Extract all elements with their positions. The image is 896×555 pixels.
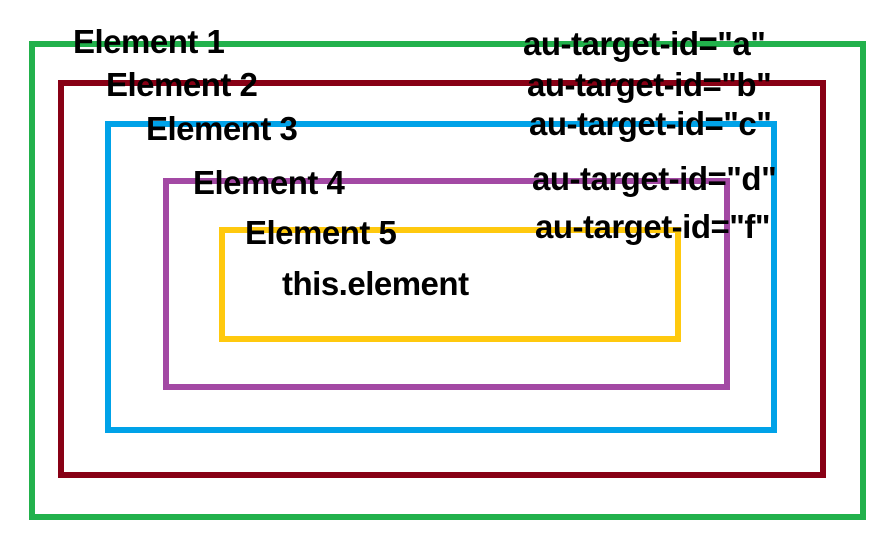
element-5-box: [219, 227, 681, 342]
element-2-box: [58, 80, 826, 478]
element-1-box: [29, 41, 866, 520]
element-4-box: [163, 178, 730, 390]
element-3-box: [105, 121, 777, 433]
